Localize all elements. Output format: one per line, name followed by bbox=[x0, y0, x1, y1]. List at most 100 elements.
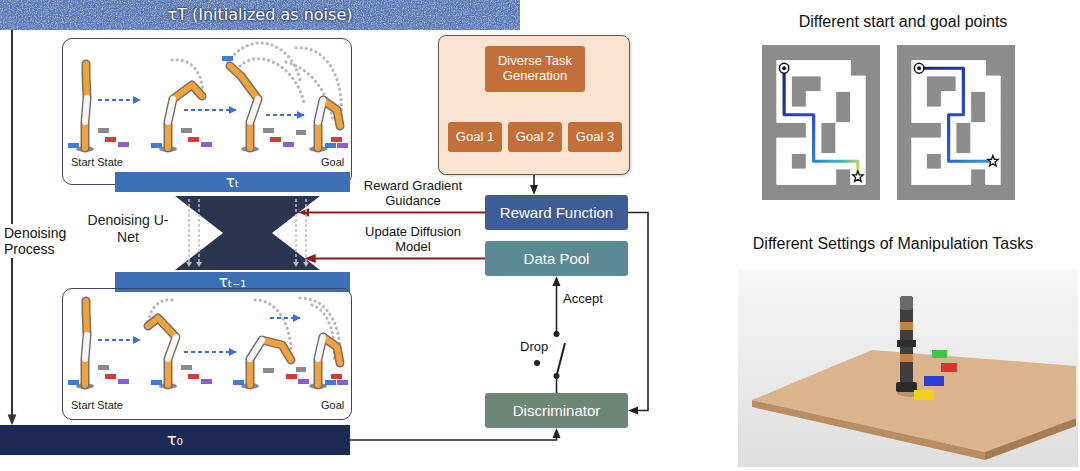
connector-arrow bbox=[309, 257, 485, 259]
unet-hourglass-shape bbox=[175, 196, 320, 270]
node-text: Goal 3 bbox=[576, 130, 614, 145]
illustration-part bbox=[924, 376, 944, 386]
skip-arrow bbox=[305, 199, 307, 262]
illustration-part bbox=[188, 374, 199, 379]
illustration-part bbox=[738, 270, 1078, 467]
illustration-part bbox=[188, 137, 199, 142]
trajectory-bar: τₜ bbox=[115, 172, 350, 192]
trajectory-panel: Start StateGoal bbox=[62, 38, 352, 185]
manipulation-scene bbox=[738, 270, 1078, 467]
illustration-part bbox=[85, 301, 87, 385]
skip-arrow-head bbox=[303, 262, 309, 267]
illustration-part bbox=[331, 374, 342, 379]
connector-arrow bbox=[556, 280, 558, 393]
illustration-part bbox=[557, 343, 566, 376]
illustration-part bbox=[151, 143, 162, 148]
illustration-part bbox=[250, 340, 291, 385]
illustration-part bbox=[263, 128, 274, 133]
noise-trajectory-bar: τT (Initialized as noise) bbox=[0, 0, 520, 30]
skip-arrow bbox=[188, 199, 190, 262]
illustration-part bbox=[263, 368, 274, 373]
node-text: Reward Function bbox=[500, 204, 613, 221]
edge-label: Update Diffusion Model bbox=[352, 225, 474, 255]
trajectory-panel: Start State Goal bbox=[62, 288, 352, 420]
illustration-part bbox=[914, 390, 934, 400]
illustration-part bbox=[85, 64, 87, 148]
illustration-part bbox=[900, 296, 913, 310]
node-text: τT (Initialized as noise) bbox=[168, 6, 353, 24]
goal-box: Goal 2 bbox=[508, 122, 562, 152]
illustration-part bbox=[184, 351, 236, 353]
illustration-part bbox=[105, 374, 116, 379]
illustration-part bbox=[85, 98, 87, 122]
illustration-part bbox=[98, 128, 109, 133]
illustration-part bbox=[283, 142, 294, 147]
illustration-part bbox=[151, 380, 162, 385]
illustration-part bbox=[0, 0, 520, 30]
illustration-part bbox=[148, 318, 176, 385]
node-text: Data Pool bbox=[524, 250, 590, 267]
illustration-part bbox=[201, 142, 212, 147]
connector-arrow bbox=[303, 211, 485, 213]
clean-trajectory-bar: τ₀ bbox=[0, 425, 350, 455]
illustration-part bbox=[85, 301, 87, 385]
illustration-part bbox=[919, 68, 993, 161]
illustration-part bbox=[98, 99, 140, 101]
reward-box: Reward Function bbox=[485, 195, 628, 230]
node-text: Start State bbox=[71, 399, 123, 412]
illustration-part bbox=[168, 337, 176, 359]
illustration-part bbox=[250, 340, 262, 359]
switch-label: Drop bbox=[520, 339, 548, 355]
illustration-part bbox=[325, 143, 336, 148]
illustration-part bbox=[0, 0, 520, 30]
node-text: τₜ bbox=[226, 175, 239, 190]
edge-label: Denoising Process bbox=[2, 224, 80, 258]
goal-box: Goal 3 bbox=[568, 122, 622, 152]
illustration-part bbox=[988, 155, 999, 166]
illustration-part bbox=[286, 62, 333, 122]
unet-shape bbox=[175, 196, 320, 270]
illustration-part bbox=[337, 380, 348, 385]
illustration-part bbox=[230, 66, 258, 148]
illustration-part bbox=[181, 128, 192, 133]
skip-arrow-head bbox=[186, 262, 192, 267]
illustration-part bbox=[184, 109, 236, 111]
discriminator-box: Discriminator bbox=[485, 393, 628, 428]
switch-symbol bbox=[534, 331, 565, 379]
unet-hourglass: Denoising U-Net bbox=[175, 196, 320, 270]
illustration-part bbox=[296, 367, 306, 372]
connector-arrow bbox=[533, 175, 535, 191]
illustration-part bbox=[270, 317, 300, 319]
illustration-part bbox=[900, 322, 913, 330]
robot-sequence-bottom bbox=[68, 298, 348, 389]
skip-arrow-head bbox=[293, 262, 299, 267]
edge-label: Reward Gradient Guidance bbox=[352, 179, 474, 209]
data-pool-box: Data Pool bbox=[485, 241, 628, 276]
node-text: τ₀ bbox=[167, 431, 183, 449]
node-text: Goal 2 bbox=[516, 130, 554, 145]
illustration-part bbox=[914, 63, 923, 73]
maze-figure bbox=[897, 45, 1015, 200]
maze-figure bbox=[762, 45, 880, 200]
illustration-part bbox=[85, 64, 87, 148]
node-text: Discriminator bbox=[513, 402, 601, 419]
node-text: Goal bbox=[321, 399, 344, 412]
illustration-part bbox=[168, 85, 202, 148]
panel-title: Different Settings of Manipulation Tasks bbox=[713, 234, 1073, 253]
illustration-part bbox=[337, 143, 348, 148]
node-text: Start State bbox=[71, 156, 123, 169]
illustration-part bbox=[534, 360, 540, 366]
illustration-part bbox=[266, 114, 304, 116]
illustration-part bbox=[897, 45, 1015, 200]
illustration-part bbox=[98, 339, 140, 341]
illustration-part bbox=[985, 418, 1076, 460]
illustration-part bbox=[897, 340, 916, 347]
trajectory-bar: τₜ₋₁ bbox=[115, 272, 350, 292]
illustration-part bbox=[270, 137, 281, 142]
illustration-part bbox=[318, 337, 323, 359]
illustration-part bbox=[941, 363, 957, 372]
panel-title: Different start and goal points bbox=[743, 12, 1063, 31]
illustration-part bbox=[68, 143, 79, 148]
illustration-part bbox=[181, 365, 192, 370]
